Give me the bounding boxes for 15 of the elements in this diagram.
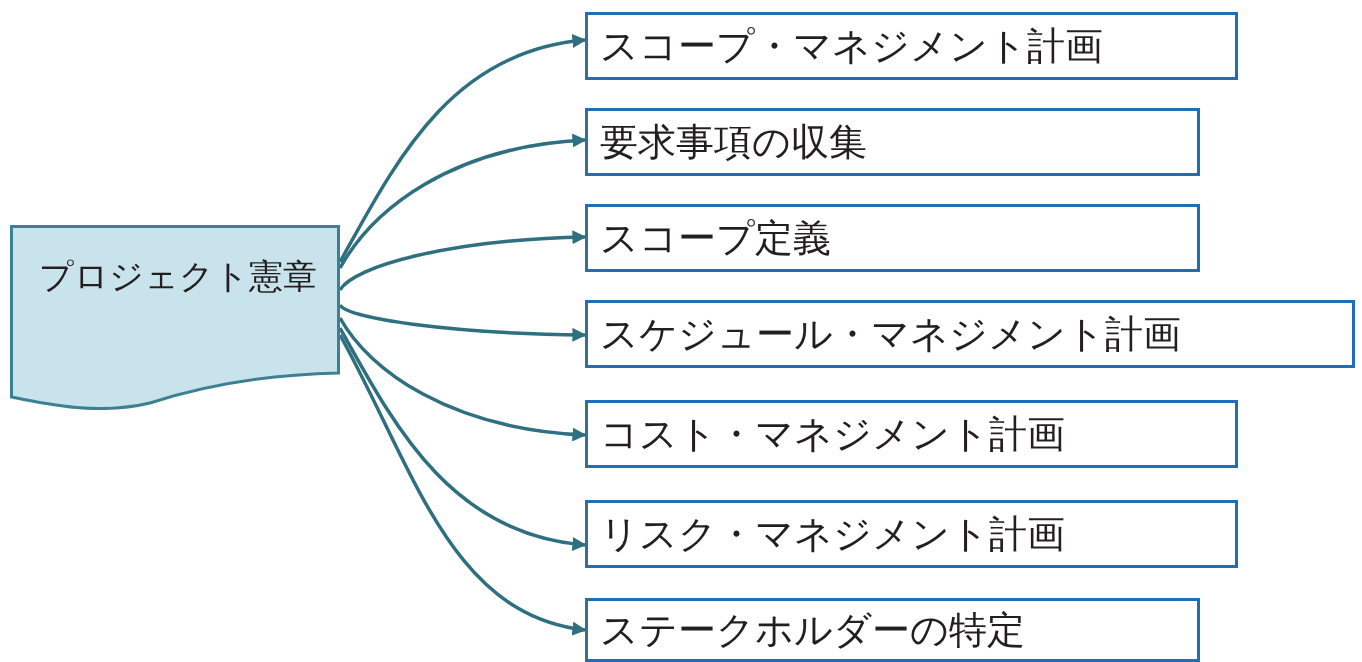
process-box: スコープ定義 [585,204,1200,272]
process-box: スコープ・マネジメント計画 [585,12,1238,80]
arrow [338,230,587,292]
process-box: スケジュール・マネジメント計画 [585,300,1355,368]
process-box: リスク・マネジメント計画 [585,500,1238,568]
arrow [338,134,587,269]
process-box: ステークホルダーの特定 [585,598,1200,662]
arrow [338,317,587,441]
document-shape: プロジェクト憲章 [10,225,340,410]
arrow [338,303,587,342]
arrow [338,334,587,635]
process-box: コスト・マネジメント計画 [585,400,1238,468]
process-box: 要求事項の収集 [585,108,1200,176]
arrow [338,34,587,263]
arrow [338,327,587,551]
